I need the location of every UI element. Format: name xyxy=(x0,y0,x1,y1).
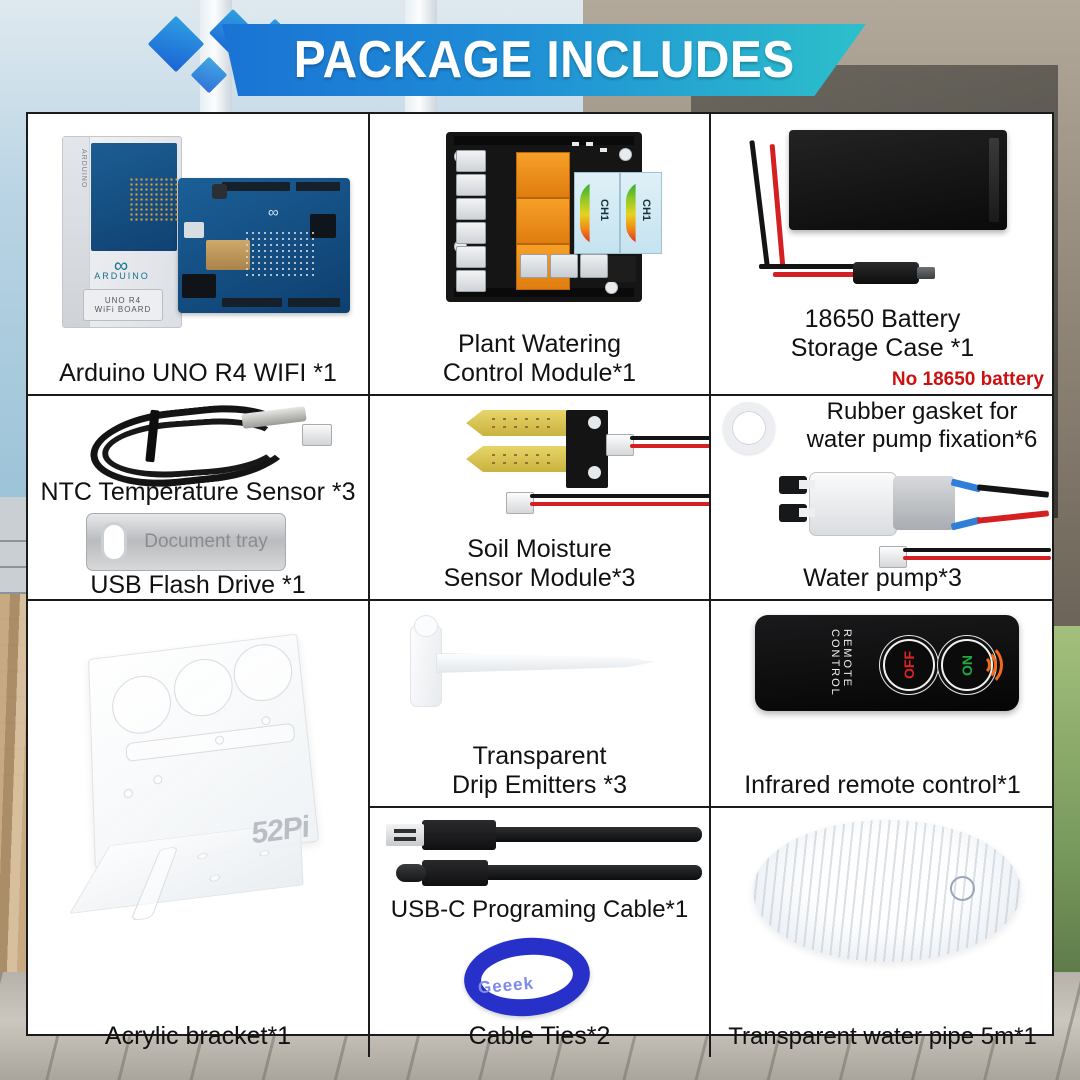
ntc-illustration xyxy=(28,396,368,495)
product-cell-battery-case: 18650 Battery Storage Case *1 No 18650 b… xyxy=(711,114,1054,394)
ir-signal-icon xyxy=(969,643,1003,687)
product-cell-water-pipe: Transparent water pipe 5m*1 xyxy=(711,806,1054,1057)
soil-caption: Soil Moisture Sensor Module*3 xyxy=(370,535,709,599)
drip-caption: Transparent Drip Emitters *3 xyxy=(370,742,709,806)
remote-off-button[interactable]: OFF xyxy=(883,639,935,691)
remote-device-label: REMOTE CONTROL xyxy=(829,629,853,697)
battery-caption-line1: 18650 Battery xyxy=(804,305,961,333)
soil-sensor-illustration xyxy=(370,396,709,535)
product-cell-cable-and-ties: USB-C Programing Cable*1 Geeek Cable Tie… xyxy=(370,806,709,1057)
module-caption: Plant Watering Control Module*1 xyxy=(370,330,709,394)
package-contents-grid: ARDUINO ∞ARDUINO UNO R4 WiFi BOARD xyxy=(26,112,1054,1057)
drip-caption-line2: Drip Emitters *3 xyxy=(451,771,628,799)
remote-off-label: OFF xyxy=(901,651,917,679)
pipe-caption: Transparent water pipe 5m*1 xyxy=(728,1023,1037,1050)
product-cell-ntc-and-usb: NTC Temperature Sensor *3 Document tray … xyxy=(28,394,368,599)
arduino-box-brand: ARDUINO xyxy=(94,271,150,281)
drip-caption-line1: Transparent xyxy=(472,742,607,770)
cable-caption: USB-C Programing Cable*1 xyxy=(390,896,689,923)
soil-caption-line1: Soil Moisture xyxy=(467,535,612,563)
acrylic-bracket-illustration: 52Pi xyxy=(28,601,368,1022)
rubber-gasket-ring xyxy=(723,402,775,454)
arduino-box-side-text: ARDUINO xyxy=(80,149,87,189)
product-cell-remote: REMOTE CONTROL OFF ON Infrared remote co… xyxy=(711,599,1054,806)
ties-caption: Cable Ties*2 xyxy=(468,1021,611,1050)
remote-caption: Infrared remote control*1 xyxy=(744,771,1021,799)
gasket-caption-line1: Rubber gasket for xyxy=(826,398,1018,425)
arduino-box-line1: UNO xyxy=(104,296,126,305)
module-caption-line1: Plant Watering xyxy=(457,330,622,358)
product-cell-arduino: ARDUINO ∞ARDUINO UNO R4 WiFi BOARD xyxy=(28,114,368,394)
header-banner: PACKAGE INCLUDES xyxy=(0,8,1080,108)
product-cell-drip-emitters: Transparent Drip Emitters *3 xyxy=(370,599,709,806)
cable-tie-illustration: Geeek xyxy=(370,930,709,1022)
pump-caption: Water pump*3 xyxy=(803,564,962,592)
remote-illustration: REMOTE CONTROL OFF ON xyxy=(711,601,1054,771)
grid-column-3: 18650 Battery Storage Case *1 No 18650 b… xyxy=(709,114,1054,1057)
page-title: PACKAGE INCLUDES xyxy=(293,31,795,89)
usb-drive-body-label: Document tray xyxy=(144,531,268,552)
arduino-box-line3: WiFi BOARD xyxy=(94,305,152,314)
product-cell-watering-module: CH1 CH1 Plant Watering Con xyxy=(370,114,709,394)
grid-column-1: ARDUINO ∞ARDUINO UNO R4 WiFi BOARD xyxy=(28,114,368,1057)
battery-caption: 18650 Battery Storage Case *1 xyxy=(711,305,1054,369)
arduino-caption: Arduino UNO R4 WIFI *1 xyxy=(59,359,337,387)
module-caption-line2: Control Module*1 xyxy=(442,359,637,387)
usb-drive-keyring-hole xyxy=(101,522,127,562)
battery-exclusion-note: No 18650 battery xyxy=(891,369,1044,390)
module-gauge-2-label: CH1 xyxy=(640,199,652,222)
drip-emitter-illustration xyxy=(370,601,709,742)
bracket-brand-logo: 52Pi xyxy=(251,810,310,851)
arduino-box-line2: R4 xyxy=(128,296,142,305)
usb-drive-caption: USB Flash Drive *1 xyxy=(90,571,306,599)
product-cell-acrylic-bracket: 52Pi Acrylic bracket*1 xyxy=(28,599,368,1057)
dc-barrel-plug xyxy=(853,262,935,284)
gasket-caption-line2: water pump fixation*6 xyxy=(806,425,1038,453)
product-cell-soil-sensor: Soil Moisture Sensor Module*3 xyxy=(370,394,709,599)
water-pipe-illustration xyxy=(711,808,1054,1023)
product-cell-gasket-and-pump: Rubber gasket for water pump fixation*6 … xyxy=(711,394,1054,599)
module-gauge-1-label: CH1 xyxy=(598,199,610,222)
arduino-illustration: ARDUINO ∞ARDUINO UNO R4 WiFi BOARD xyxy=(28,114,368,359)
battery-case-illustration xyxy=(711,114,1054,305)
battery-caption-line2: Storage Case *1 xyxy=(790,334,975,362)
ntc-caption: NTC Temperature Sensor *3 xyxy=(40,478,356,506)
gasket-and-pump-illustration: Rubber gasket for water pump fixation*6 xyxy=(711,396,1054,568)
usb-flash-drive-illustration: Document tray xyxy=(28,513,368,571)
bracket-caption: Acrylic bracket*1 xyxy=(104,1021,292,1050)
soil-caption-line2: Sensor Module*3 xyxy=(443,564,636,592)
watering-module-illustration: CH1 CH1 xyxy=(370,114,709,330)
grid-column-2: CH1 CH1 Plant Watering Con xyxy=(368,114,709,1057)
usb-c-cable-illustration xyxy=(370,808,709,896)
